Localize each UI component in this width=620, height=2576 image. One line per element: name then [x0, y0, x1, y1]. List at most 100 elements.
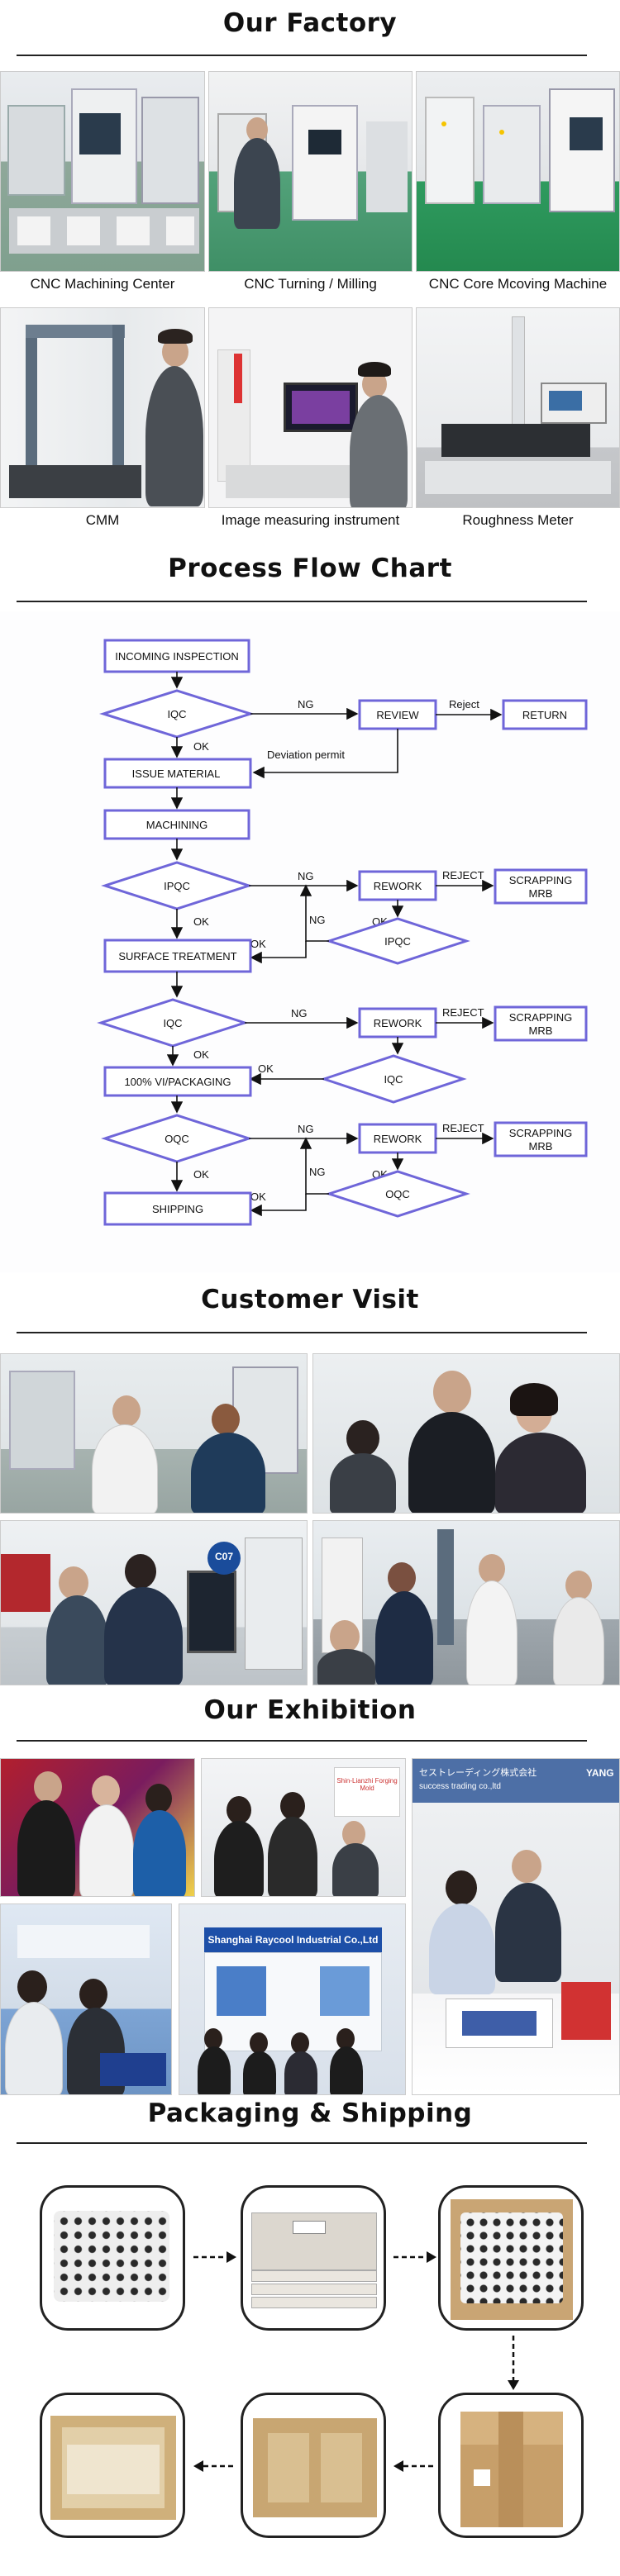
flow-rework-box-1: REWORK: [358, 870, 437, 901]
photo-visit-1: [0, 1353, 308, 1514]
flow-return-label: RETURN: [522, 709, 567, 721]
pack-step-tray: [40, 2185, 185, 2331]
pack-arrow-3: [505, 2334, 522, 2396]
pack-step-crate-wrapped: [40, 2393, 185, 2538]
flow-surface-treatment-label: SURFACE TREATMENT: [118, 950, 236, 962]
flow-ng-5: NG: [298, 1123, 314, 1135]
flow-issue-material-label: ISSUE MATERIAL: [132, 768, 221, 780]
flow-iqc-recheck-diamond: IQC: [320, 1054, 467, 1104]
photo-cnc-turning-milling: [208, 71, 413, 272]
exhibition-left-banner: Shin-Lianzhi Forging Mold: [336, 1777, 398, 1792]
pack-step-sealed-carton: [438, 2393, 584, 2538]
pack-arrow-4: [392, 2458, 438, 2479]
flow-reject-upper-1: REJECT: [442, 869, 484, 882]
pack-arrow-1: [192, 2249, 238, 2269]
caption-cmm: CMM: [85, 512, 120, 528]
flow-ipqc-recheck-label: IPQC: [384, 935, 411, 948]
flow-oqc-diamond: OQC: [101, 1114, 253, 1163]
flow-ok-4: OK: [250, 938, 266, 950]
flow-ok-5: OK: [193, 1048, 209, 1061]
flow-ng-2: NG: [298, 870, 314, 882]
flow-mrb-label-3: MRB: [529, 1140, 553, 1153]
exhibition-booth-sign: Shanghai Raycool Industrial Co.,Ltd: [207, 1934, 379, 1946]
flow-iqc-diamond: IQC: [99, 689, 255, 739]
flow-deviation-permit: Deviation permit: [267, 749, 345, 761]
flow-shipping-box: SHIPPING: [103, 1191, 252, 1226]
flow-reject-lower: Reject: [449, 698, 479, 711]
flow-incoming-inspection-label: INCOMING INSPECTION: [115, 650, 239, 663]
flow-ok-6: OK: [258, 1062, 274, 1075]
flow-rework-label-2: REWORK: [374, 1017, 422, 1029]
visit-title: Customer Visit: [201, 1285, 419, 1314]
flow-incoming-inspection-box: INCOMING INSPECTION: [103, 639, 250, 673]
pack-step-carton-open: [438, 2185, 584, 2331]
flow-vi-packaging-label: 100% VI/PACKAGING: [124, 1076, 231, 1088]
flow-issue-material-box: ISSUE MATERIAL: [103, 758, 252, 789]
flow-rework-box-2: REWORK: [358, 1007, 437, 1038]
flow-review-box: REVIEW: [358, 699, 437, 730]
flow-ipqc-label: IPQC: [164, 880, 190, 892]
caption-roughness-meter: Roughness Meter: [462, 512, 574, 528]
flow-oqc-recheck-diamond: OQC: [325, 1170, 470, 1218]
photo-roughness-meter: [416, 307, 620, 508]
caption-cnc-machining-center: CNC Machining Center: [30, 276, 175, 292]
caption-image-measuring-instrument: Image measuring instrument: [221, 512, 400, 528]
flow-oqc-label: OQC: [165, 1133, 189, 1145]
flow-ipqc-diamond: IPQC: [101, 861, 253, 910]
flow-title-rule: [17, 601, 587, 602]
photo-cnc-machining-center: [0, 71, 205, 272]
flow-ok-9: OK: [250, 1191, 266, 1203]
flow-ok-7: OK: [193, 1168, 209, 1181]
flow-iqc-recheck-label: IQC: [384, 1073, 403, 1086]
flow-ipqc-recheck-diamond: IPQC: [325, 917, 470, 965]
pack-step-wooden-crate: [241, 2393, 386, 2538]
caption-cnc-turning-milling: CNC Turning / Milling: [244, 276, 377, 292]
photo-exhibition-booth: Shanghai Raycool Industrial Co.,Ltd: [179, 1903, 406, 2095]
flow-scrapping-mrb-box-3: SCRAPPING MRB: [494, 1121, 588, 1157]
photo-exhibition-2: Shin-Lianzhi Forging Mold: [201, 1758, 406, 1897]
packaging-title: Packaging & Shipping: [147, 2098, 473, 2128]
flow-vi-packaging-box: 100% VI/PACKAGING: [103, 1066, 252, 1097]
flow-rework-label-3: REWORK: [374, 1133, 422, 1145]
photo-visit-2: [312, 1353, 620, 1514]
flow-ok-1: OK: [193, 740, 209, 753]
photo-visit-3: C07: [0, 1520, 308, 1685]
flow-rework-box-3: REWORK: [358, 1123, 437, 1154]
photo-exhibition-3: セストレーディング株式会社 success trading co.,ltd YA…: [412, 1758, 620, 2095]
exhibition-jp-sign-sub: success trading co.,ltd: [419, 1782, 501, 1791]
flow-surface-treatment-box: SURFACE TREATMENT: [103, 939, 252, 973]
flow-mrb-label-2: MRB: [529, 1024, 553, 1037]
factory-title-rule: [17, 55, 587, 56]
exhibition-title: Our Exhibition: [203, 1695, 417, 1725]
photo-image-measuring-instrument: [208, 307, 413, 508]
caption-cnc-core-moving-machine: CNC Core Mcoving Machine: [428, 276, 608, 292]
flow-reject-upper-3: REJECT: [442, 1122, 484, 1134]
flow-reject-upper-2: REJECT: [442, 1006, 484, 1019]
flow-ng-1: NG: [298, 698, 314, 711]
exhibition-yang-sign: YANG: [586, 1767, 614, 1779]
packaging-title-rule: [17, 2142, 587, 2144]
flow-iqc-label: IQC: [167, 708, 186, 720]
visit-badge-c07: C07: [214, 1551, 233, 1562]
flow-return-box: RETURN: [502, 699, 588, 730]
exhibition-title-rule: [17, 1740, 587, 1742]
pack-arrow-5: [192, 2458, 238, 2479]
flow-mrb-label-1: MRB: [529, 887, 553, 900]
photo-visit-4: [312, 1520, 620, 1685]
flow-scrapping-mrb-box-1: SCRAPPING MRB: [494, 868, 588, 905]
flow-scrapping-label-3: SCRAPPING: [509, 1127, 573, 1139]
flow-rework-label-1: REWORK: [374, 880, 422, 892]
photo-exhibition-4: [0, 1903, 172, 2095]
flow-review-label: REVIEW: [376, 709, 419, 721]
photo-exhibition-1: [0, 1758, 195, 1897]
pack-step-boxed: [241, 2185, 386, 2331]
visit-title-rule: [17, 1332, 587, 1333]
pack-arrow-2: [392, 2249, 438, 2269]
flow-ng-3: NG: [309, 914, 326, 926]
flow-scrapping-mrb-box-2: SCRAPPING MRB: [494, 1005, 588, 1042]
flow-ok-2: OK: [193, 915, 209, 928]
flow-scrapping-label-1: SCRAPPING: [509, 874, 573, 886]
process-flow-chart: INCOMING INSPECTION IQC NG REVIEW Reject…: [0, 611, 620, 1272]
flow-oqc-recheck-label: OQC: [385, 1188, 410, 1200]
flow-title: Process Flow Chart: [168, 554, 452, 583]
